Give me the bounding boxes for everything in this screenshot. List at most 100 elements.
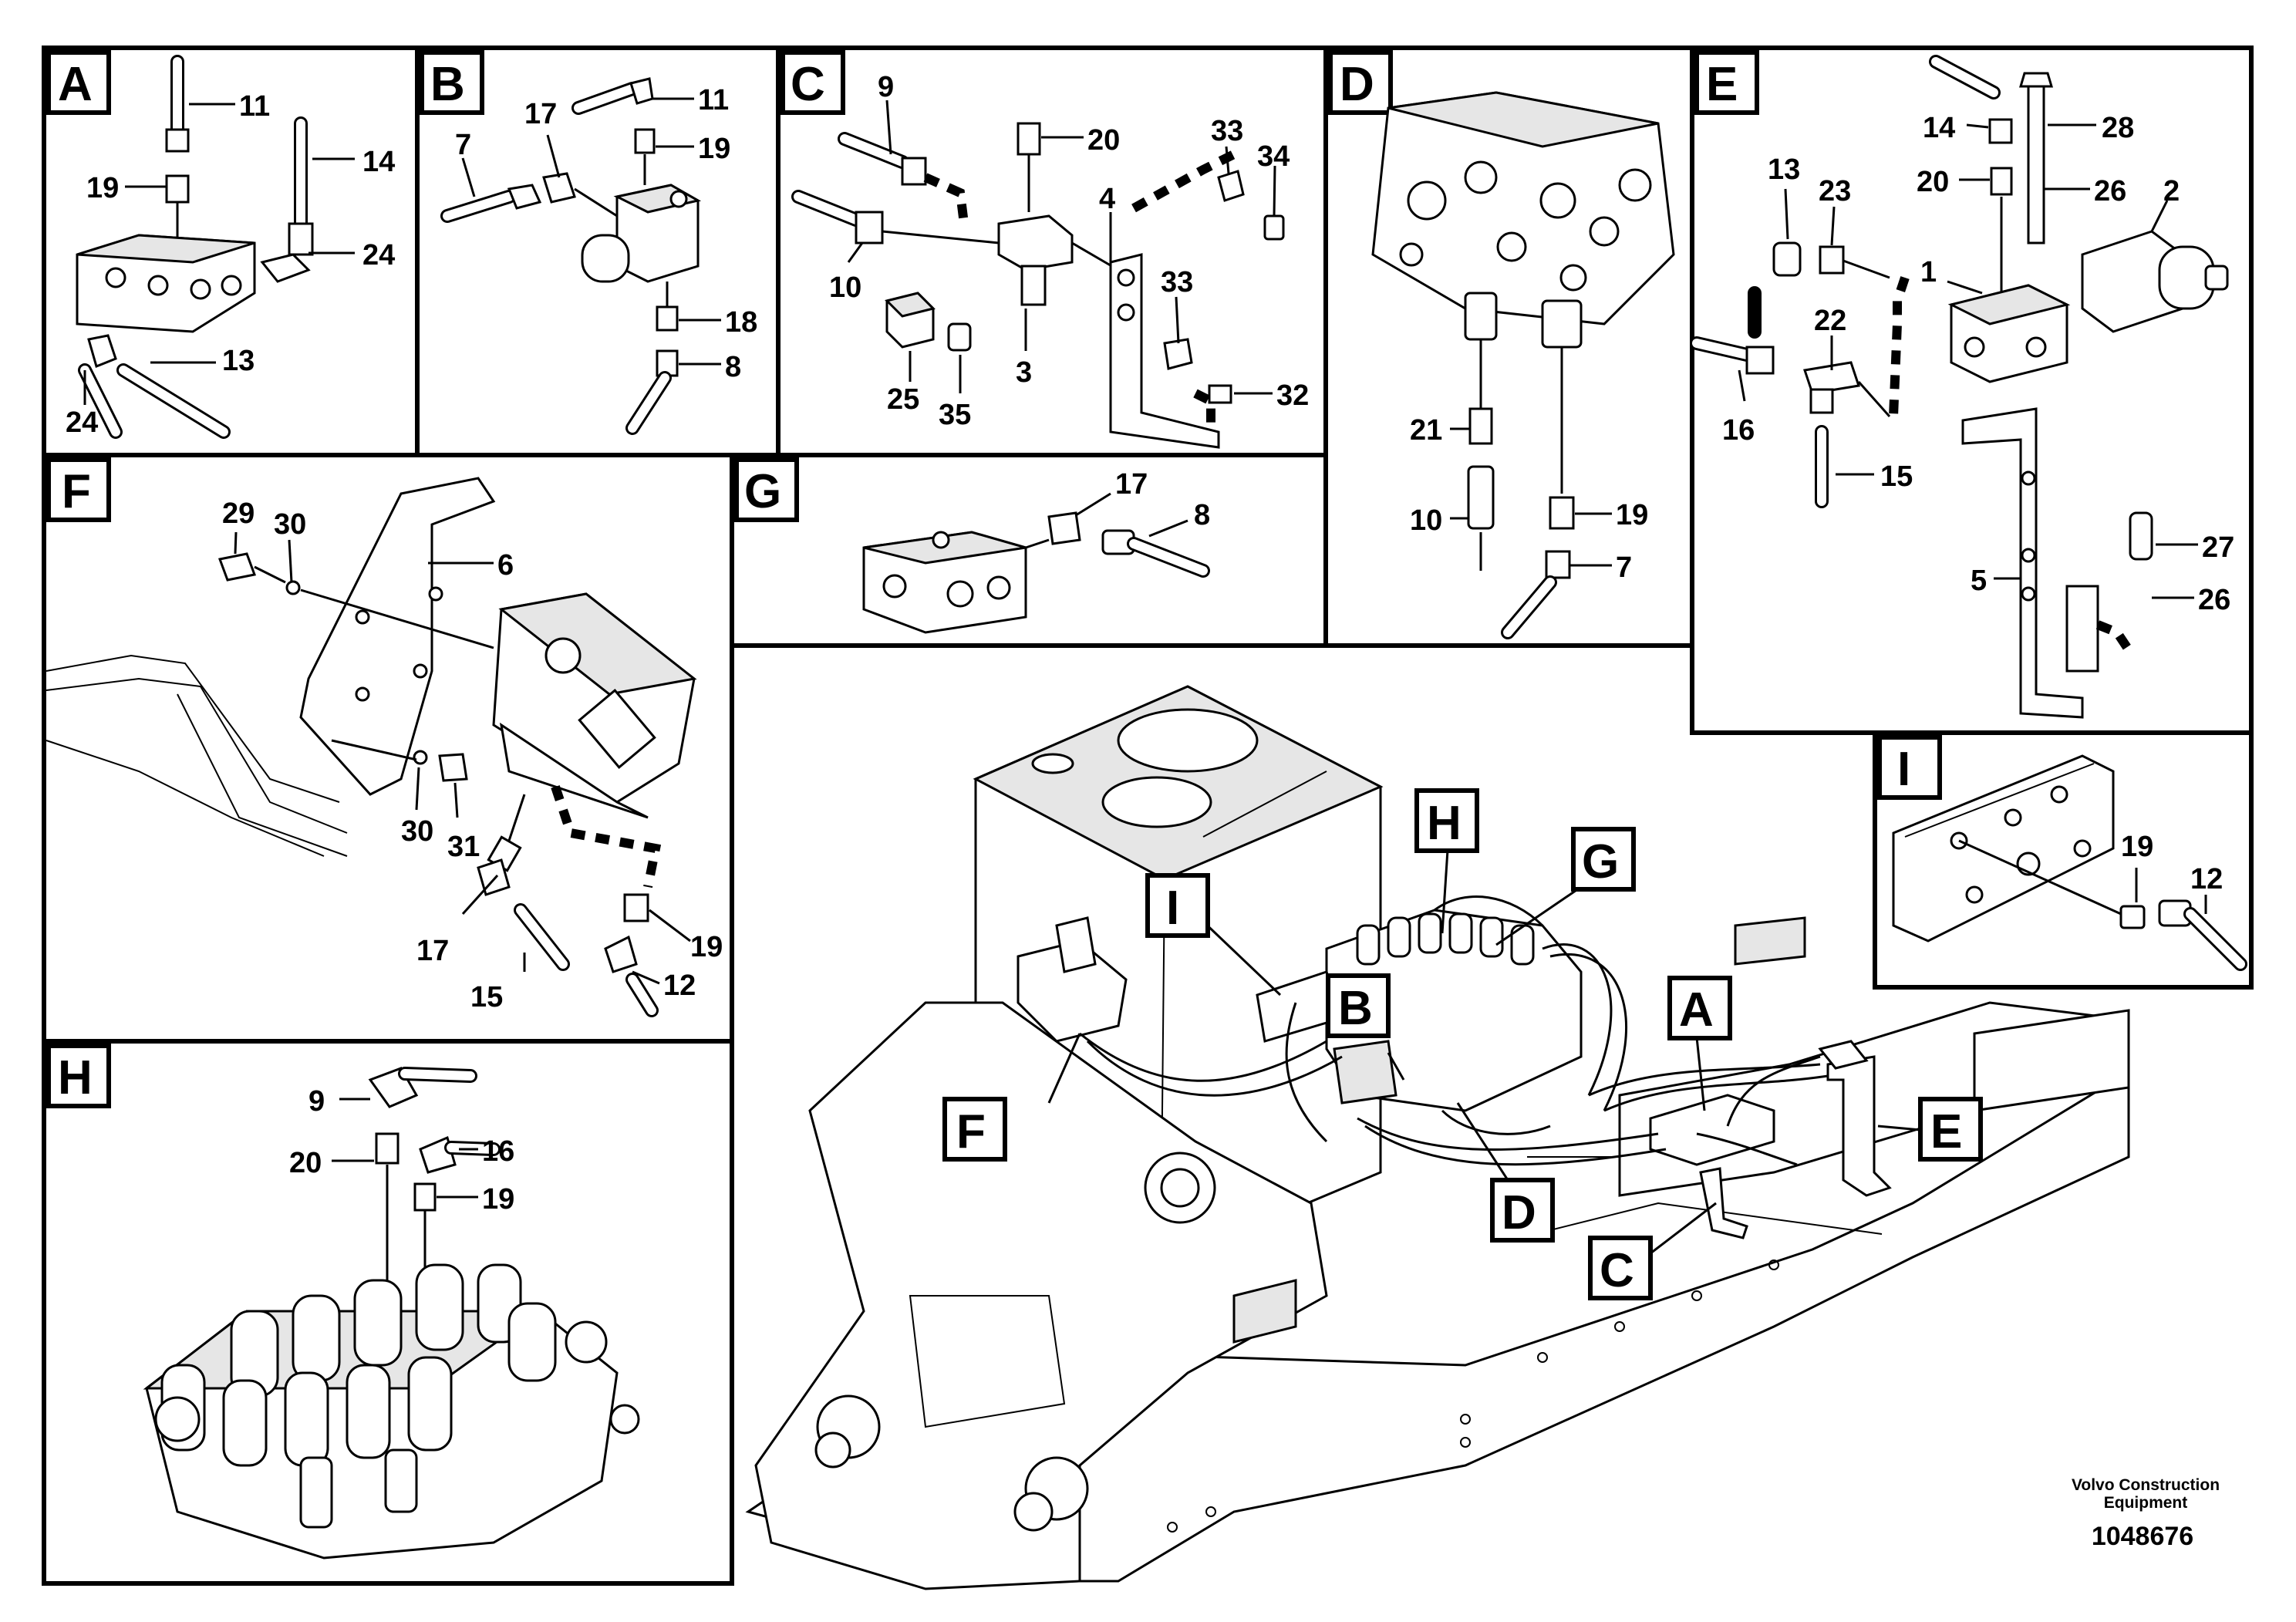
callout-d: D (1502, 1186, 1536, 1239)
part-label-29: 29 (222, 497, 255, 530)
part-label-30b: 30 (401, 815, 433, 848)
part-label-16: 16 (482, 1135, 514, 1168)
part-label-34: 34 (1257, 140, 1290, 173)
part-label-19: 19 (2121, 831, 2153, 863)
callout-i: I (1166, 882, 1179, 935)
credit-line-2: Equipment (2104, 1494, 2188, 1512)
panel-a-letter: A (58, 58, 93, 111)
part-label-26: 26 (2094, 175, 2126, 207)
panel-i-labels: 19 12 (2121, 831, 2223, 914)
panel-h-letter: H (58, 1051, 93, 1104)
credit-line-1: Volvo Construction (2072, 1476, 2220, 1494)
part-label-10: 10 (1410, 504, 1442, 537)
part-label-30: 30 (274, 508, 306, 541)
part-label-21: 21 (1410, 414, 1442, 447)
panel-a-labels: 11 19 14 24 13 24 (66, 90, 395, 439)
panel-b-letter: B (430, 58, 465, 111)
part-label-15: 15 (470, 981, 503, 1013)
panel-g-letter: G (744, 465, 781, 518)
part-label-19: 19 (690, 931, 723, 963)
part-label-13: 13 (222, 345, 255, 377)
panel-b-labels: 11 17 19 7 18 8 (455, 84, 757, 383)
part-label-3: 3 (1016, 356, 1032, 389)
part-label-16: 16 (1722, 414, 1755, 447)
callout-b: B (1338, 982, 1373, 1035)
part-label-19: 19 (698, 133, 730, 165)
part-label-9: 9 (308, 1085, 325, 1118)
part-label-4: 4 (1099, 183, 1115, 215)
part-label-33: 33 (1211, 115, 1243, 147)
panel-f: F (42, 453, 734, 1044)
part-label-17: 17 (1115, 468, 1148, 501)
callout-c: C (1600, 1244, 1634, 1297)
panel-d-labels: 21 10 19 7 (1410, 414, 1648, 584)
part-label-20: 20 (1917, 166, 1949, 198)
panel-g-labels: 17 8 (1075, 468, 1210, 538)
part-label-18: 18 (725, 306, 757, 339)
panel-d-letter: D (1340, 58, 1374, 111)
part-label-28: 28 (2102, 112, 2134, 144)
part-label-11: 11 (239, 90, 270, 123)
part-label-27: 27 (2202, 531, 2234, 564)
callout-e: E (1930, 1105, 1962, 1158)
part-label-19: 19 (86, 172, 119, 204)
panel-c: C (776, 46, 1328, 457)
part-label-17: 17 (524, 98, 557, 130)
part-label-7: 7 (1616, 551, 1632, 584)
panel-g: G (730, 453, 1328, 648)
part-label-23: 23 (1819, 175, 1851, 207)
panel-e-labels: 14 28 20 26 13 23 2 1 22 16 15 27 5 26 (1722, 112, 2234, 616)
part-label-12: 12 (663, 969, 696, 1002)
part-label-14: 14 (1923, 112, 1955, 144)
part-label-9: 9 (878, 71, 894, 103)
part-label-32: 32 (1276, 379, 1309, 412)
part-label-10: 10 (829, 271, 861, 304)
part-label-25: 25 (887, 383, 919, 416)
panel-i-letter: I (1897, 743, 1910, 796)
part-label-35: 35 (939, 399, 971, 431)
part-label-1: 1 (1920, 256, 1937, 288)
part-label-14: 14 (362, 146, 395, 178)
part-label-11: 11 (698, 84, 729, 116)
part-label-24b: 24 (66, 406, 98, 439)
part-label-2: 2 (2163, 175, 2180, 207)
part-label-12: 12 (2190, 863, 2223, 895)
credit-block: Volvo Construction Equipment 1048676 (2072, 1476, 2220, 1551)
callout-h: H (1427, 797, 1462, 850)
panel-e-letter: E (1706, 58, 1738, 111)
part-label-22: 22 (1814, 305, 1846, 337)
panel-h-labels: 9 16 20 19 (289, 1085, 514, 1216)
part-label-19: 19 (1616, 499, 1648, 531)
document-number: 1048676 (2092, 1522, 2193, 1551)
panel-f-letter: F (62, 465, 91, 518)
part-label-19: 19 (482, 1183, 514, 1216)
callout-f: F (956, 1105, 986, 1158)
panel-c-labels: 9 20 33 34 4 33 10 3 25 35 32 (829, 71, 1309, 431)
panel-i: I (1873, 730, 2254, 990)
overview-drawing (745, 685, 2130, 1590)
part-label-20: 20 (289, 1147, 322, 1179)
part-label-6: 6 (497, 549, 514, 582)
part-label-15: 15 (1880, 460, 1913, 493)
part-label-33b: 33 (1161, 266, 1193, 298)
part-label-26b: 26 (2198, 584, 2230, 616)
part-label-24: 24 (362, 239, 395, 271)
part-label-17: 17 (416, 935, 449, 967)
panel-c-letter: C (791, 58, 825, 111)
part-label-13: 13 (1768, 153, 1800, 186)
part-label-8: 8 (1194, 499, 1210, 531)
callout-g: G (1582, 835, 1619, 889)
panel-a: A (42, 46, 420, 457)
panel-d: D (1323, 46, 1694, 648)
panel-h: H (42, 1039, 734, 1586)
overview-callouts: H G I B A F E D C (942, 788, 1983, 1300)
part-label-8: 8 (725, 351, 741, 383)
part-label-31: 31 (447, 831, 480, 863)
panel-e: E (1690, 46, 2254, 735)
panel-f-labels: 29 30 6 30 31 17 19 15 12 (222, 497, 723, 1013)
part-label-7: 7 (455, 129, 471, 161)
part-label-20: 20 (1087, 124, 1120, 157)
callout-a: A (1679, 983, 1714, 1037)
part-label-5: 5 (1971, 565, 1987, 597)
